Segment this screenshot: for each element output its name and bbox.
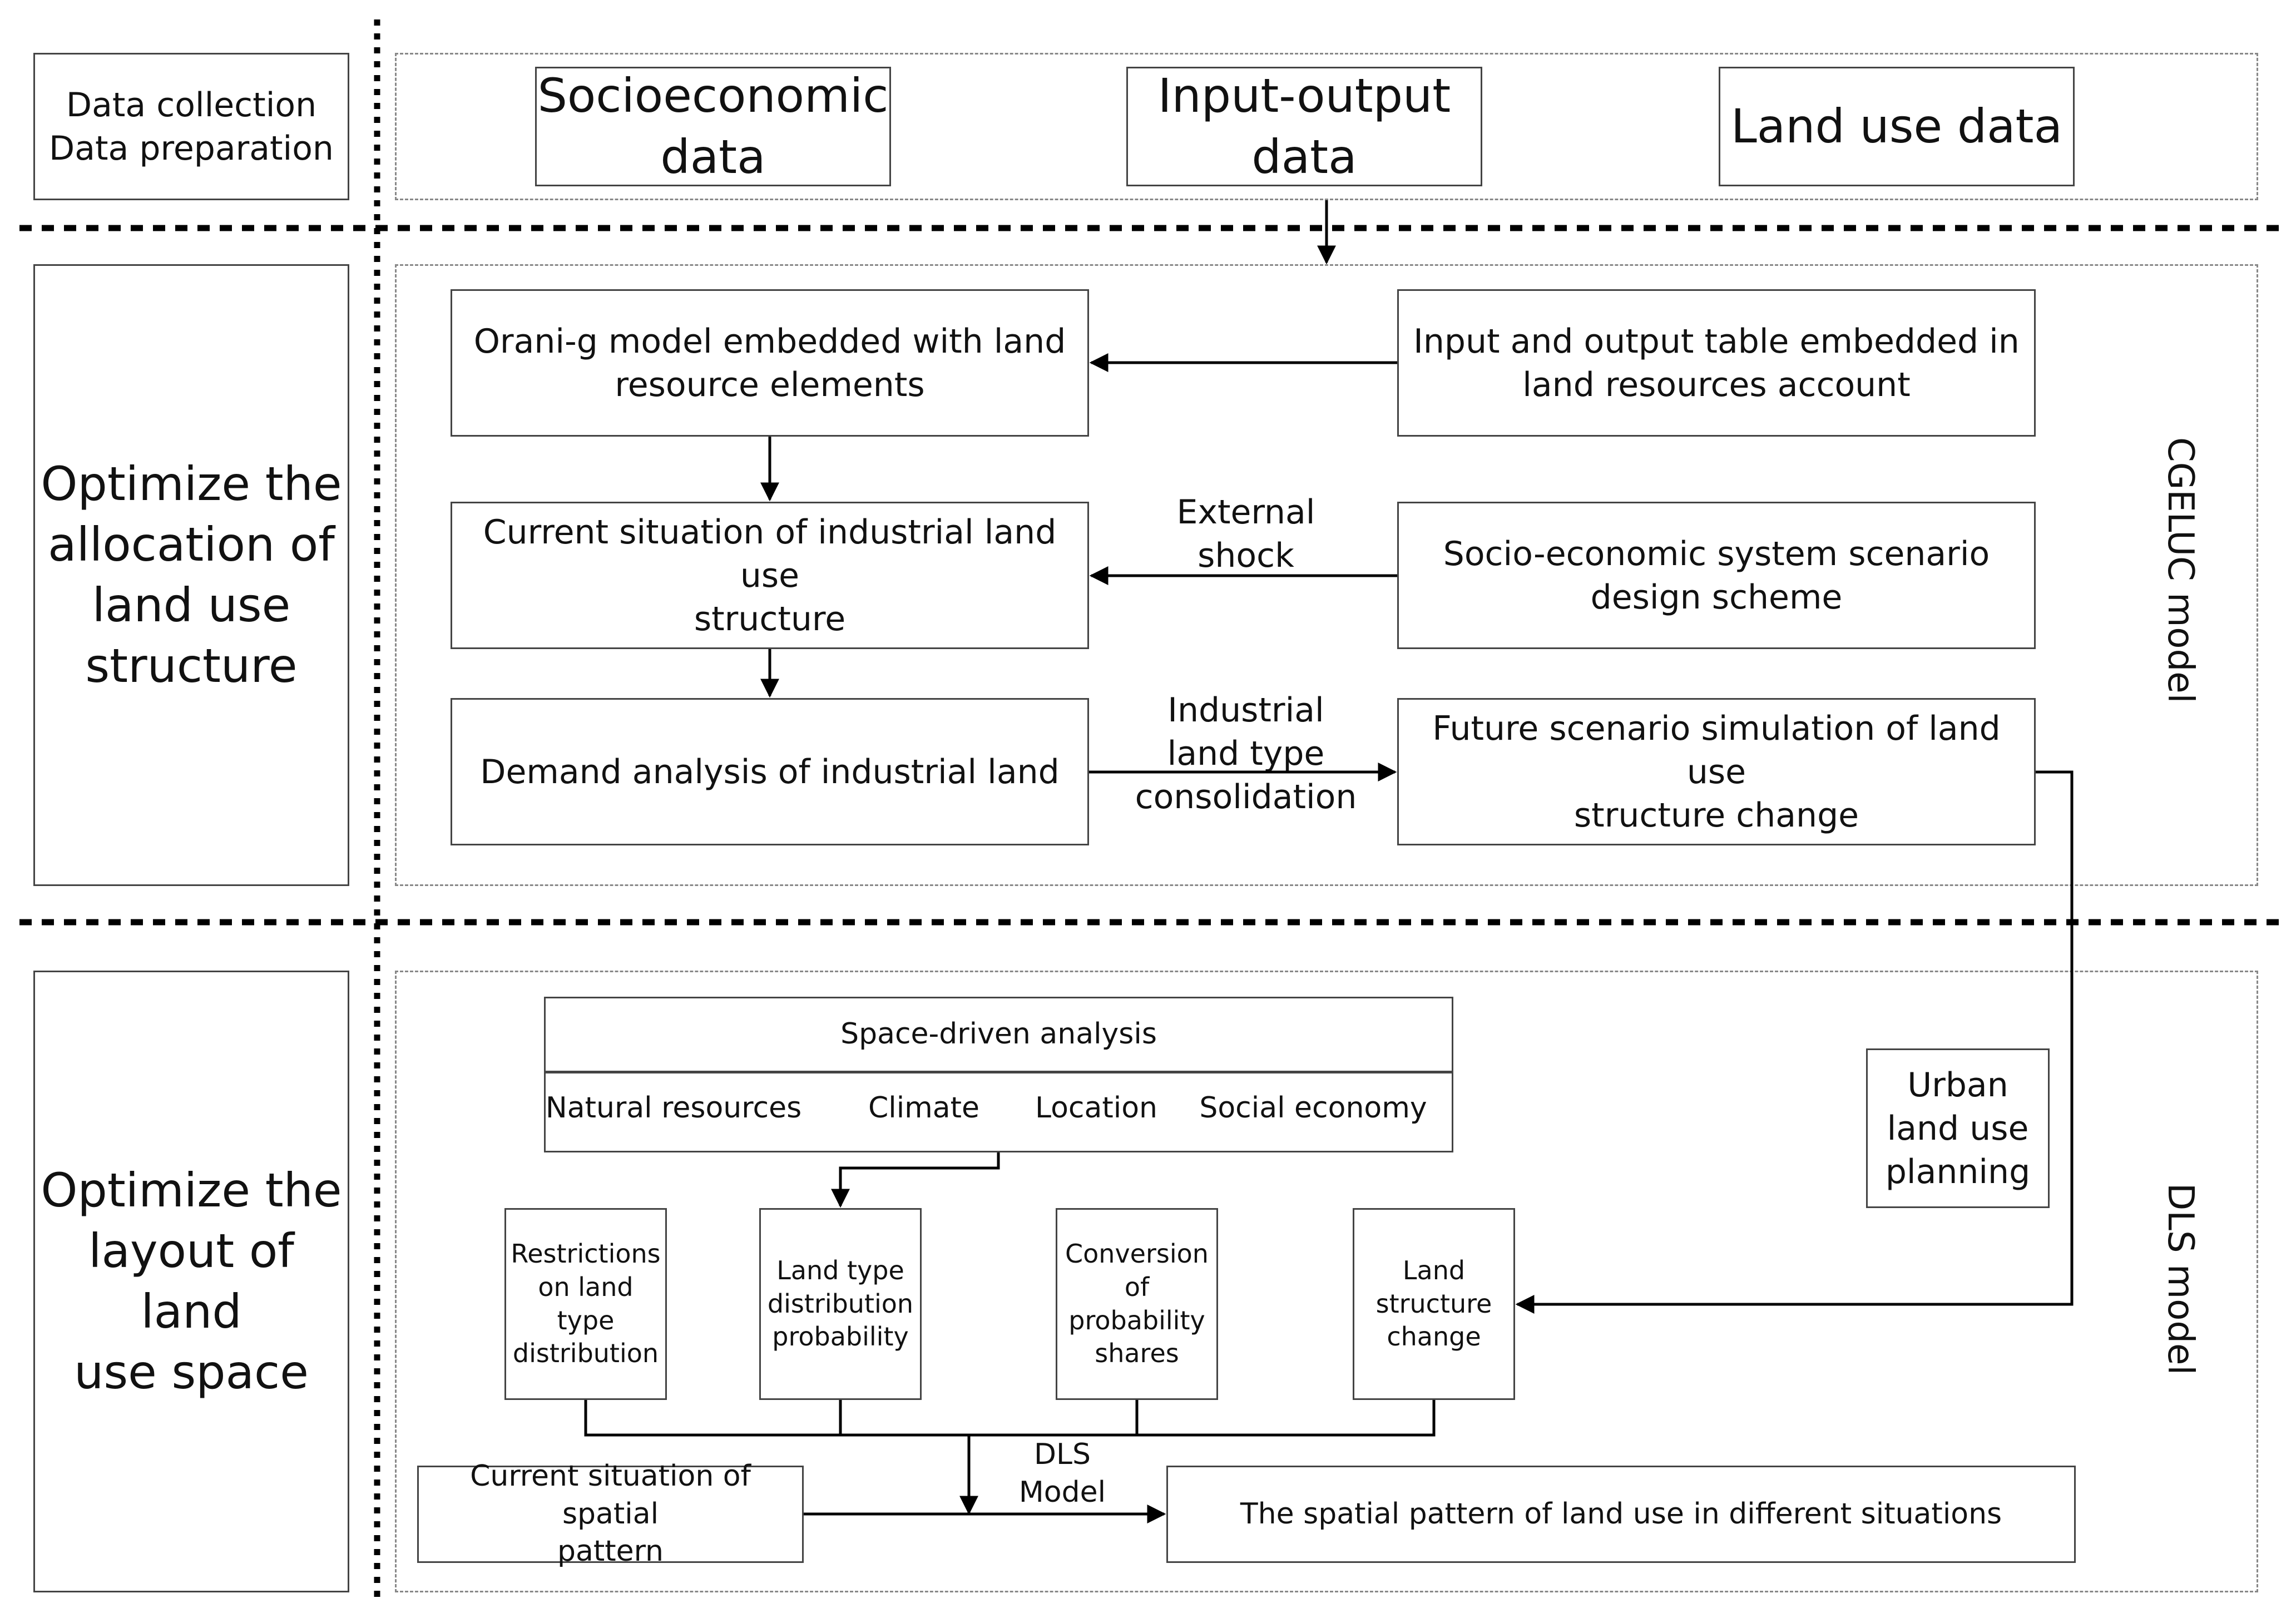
structure-change-box: Land structure change [1353, 1208, 1515, 1400]
row-label-text: Data collection Data preparation [49, 85, 334, 168]
box-text: Conversion of probability shares [1065, 1238, 1209, 1369]
box-text: Socio-economic system scenario design sc… [1443, 534, 1990, 617]
cgeluc-region [395, 264, 2258, 886]
space-driven-title: Space-driven analysis [546, 998, 1452, 1073]
spatial-pattern-box: The spatial pattern of land use in diffe… [1166, 1466, 2076, 1563]
conversion-box: Conversion of probability shares [1056, 1208, 1218, 1400]
row-label-text: Optimize the allocation of land use stru… [41, 456, 342, 694]
dls-region [395, 971, 2258, 1592]
current-spatial-pattern-box: Current situation of spatial pattern [417, 1459, 804, 1568]
external-shock-label: External shock [1129, 487, 1363, 581]
data-region [395, 53, 2258, 200]
factor-climate: Climate [868, 1091, 980, 1125]
box-text: Input and output table embedded in land … [1413, 321, 2020, 404]
box-text: Restrictions on land type distribution [511, 1238, 661, 1369]
factor-natural-resources: Natural resources [545, 1091, 802, 1125]
factor-social-economy: Social economy [1199, 1091, 1427, 1125]
input-output-data-box: Input-output data [1126, 67, 1482, 186]
box-text: Land structure change [1375, 1255, 1492, 1352]
label-text: Industrial land type consolidation [1135, 691, 1357, 817]
scenario-design-box: Socio-economic system scenario design sc… [1397, 502, 2036, 649]
future-simulation-box: Future scenario simulation of land use s… [1397, 698, 2036, 845]
box-text: Urban land use planning [1885, 1065, 2031, 1191]
orani-model-box: Orani-g model embedded with land resourc… [451, 289, 1089, 437]
box-text: Land use data [1730, 98, 2063, 154]
label-text: DLS model [2160, 1183, 2201, 1375]
urban-planning-box: Urban land use planning [1866, 1048, 2050, 1208]
current-industrial-structure-box: Current situation of industrial land use… [451, 502, 1089, 649]
row-label-data-collection: Data collection Data preparation [33, 53, 349, 200]
dls-model-inline-label: DLS Model [1004, 1429, 1121, 1518]
box-text: Orani-g model embedded with land resourc… [473, 321, 1066, 404]
box-text: Socioeconomic data [537, 68, 889, 184]
land-use-data-box: Land use data [1719, 67, 2075, 186]
label-text: External shock [1176, 493, 1315, 575]
box-text: Future scenario simulation of land use s… [1432, 709, 2001, 835]
restrictions-box: Restrictions on land type distribution [504, 1208, 667, 1400]
space-driven-analysis-box: Space-driven analysis Natural resources … [544, 997, 1453, 1152]
demand-analysis-box: Demand analysis of industrial land [451, 698, 1089, 845]
label-text: CGELUC model [2160, 437, 2201, 704]
row-label-text: Optimize the layout of land use space [41, 1162, 342, 1400]
factor-location: Location [1035, 1091, 1157, 1125]
cgeluc-model-label: CGELUC model [2147, 389, 2214, 751]
row-label-allocation: Optimize the allocation of land use stru… [33, 264, 349, 886]
io-table-box: Input and output table embedded in land … [1397, 289, 2036, 437]
box-text: The spatial pattern of land use in diffe… [1240, 1497, 2002, 1531]
socioeconomic-data-box: Socioeconomic data [535, 67, 891, 186]
label-text: DLS Model [1018, 1438, 1106, 1509]
box-text: Demand analysis of industrial land [480, 752, 1060, 791]
box-text: Land type distribution probability [767, 1255, 914, 1352]
box-text: Input-output data [1157, 68, 1451, 184]
consolidation-label: Industrial land type consolidation [1107, 681, 1385, 826]
dls-model-label: DLS model [2147, 1112, 2214, 1446]
row-label-layout: Optimize the layout of land use space [33, 971, 349, 1592]
box-text: Current situation of industrial land use… [483, 512, 1057, 639]
distribution-probability-box: Land type distribution probability [759, 1208, 922, 1400]
box-text: Current situation of spatial pattern [470, 1459, 751, 1569]
